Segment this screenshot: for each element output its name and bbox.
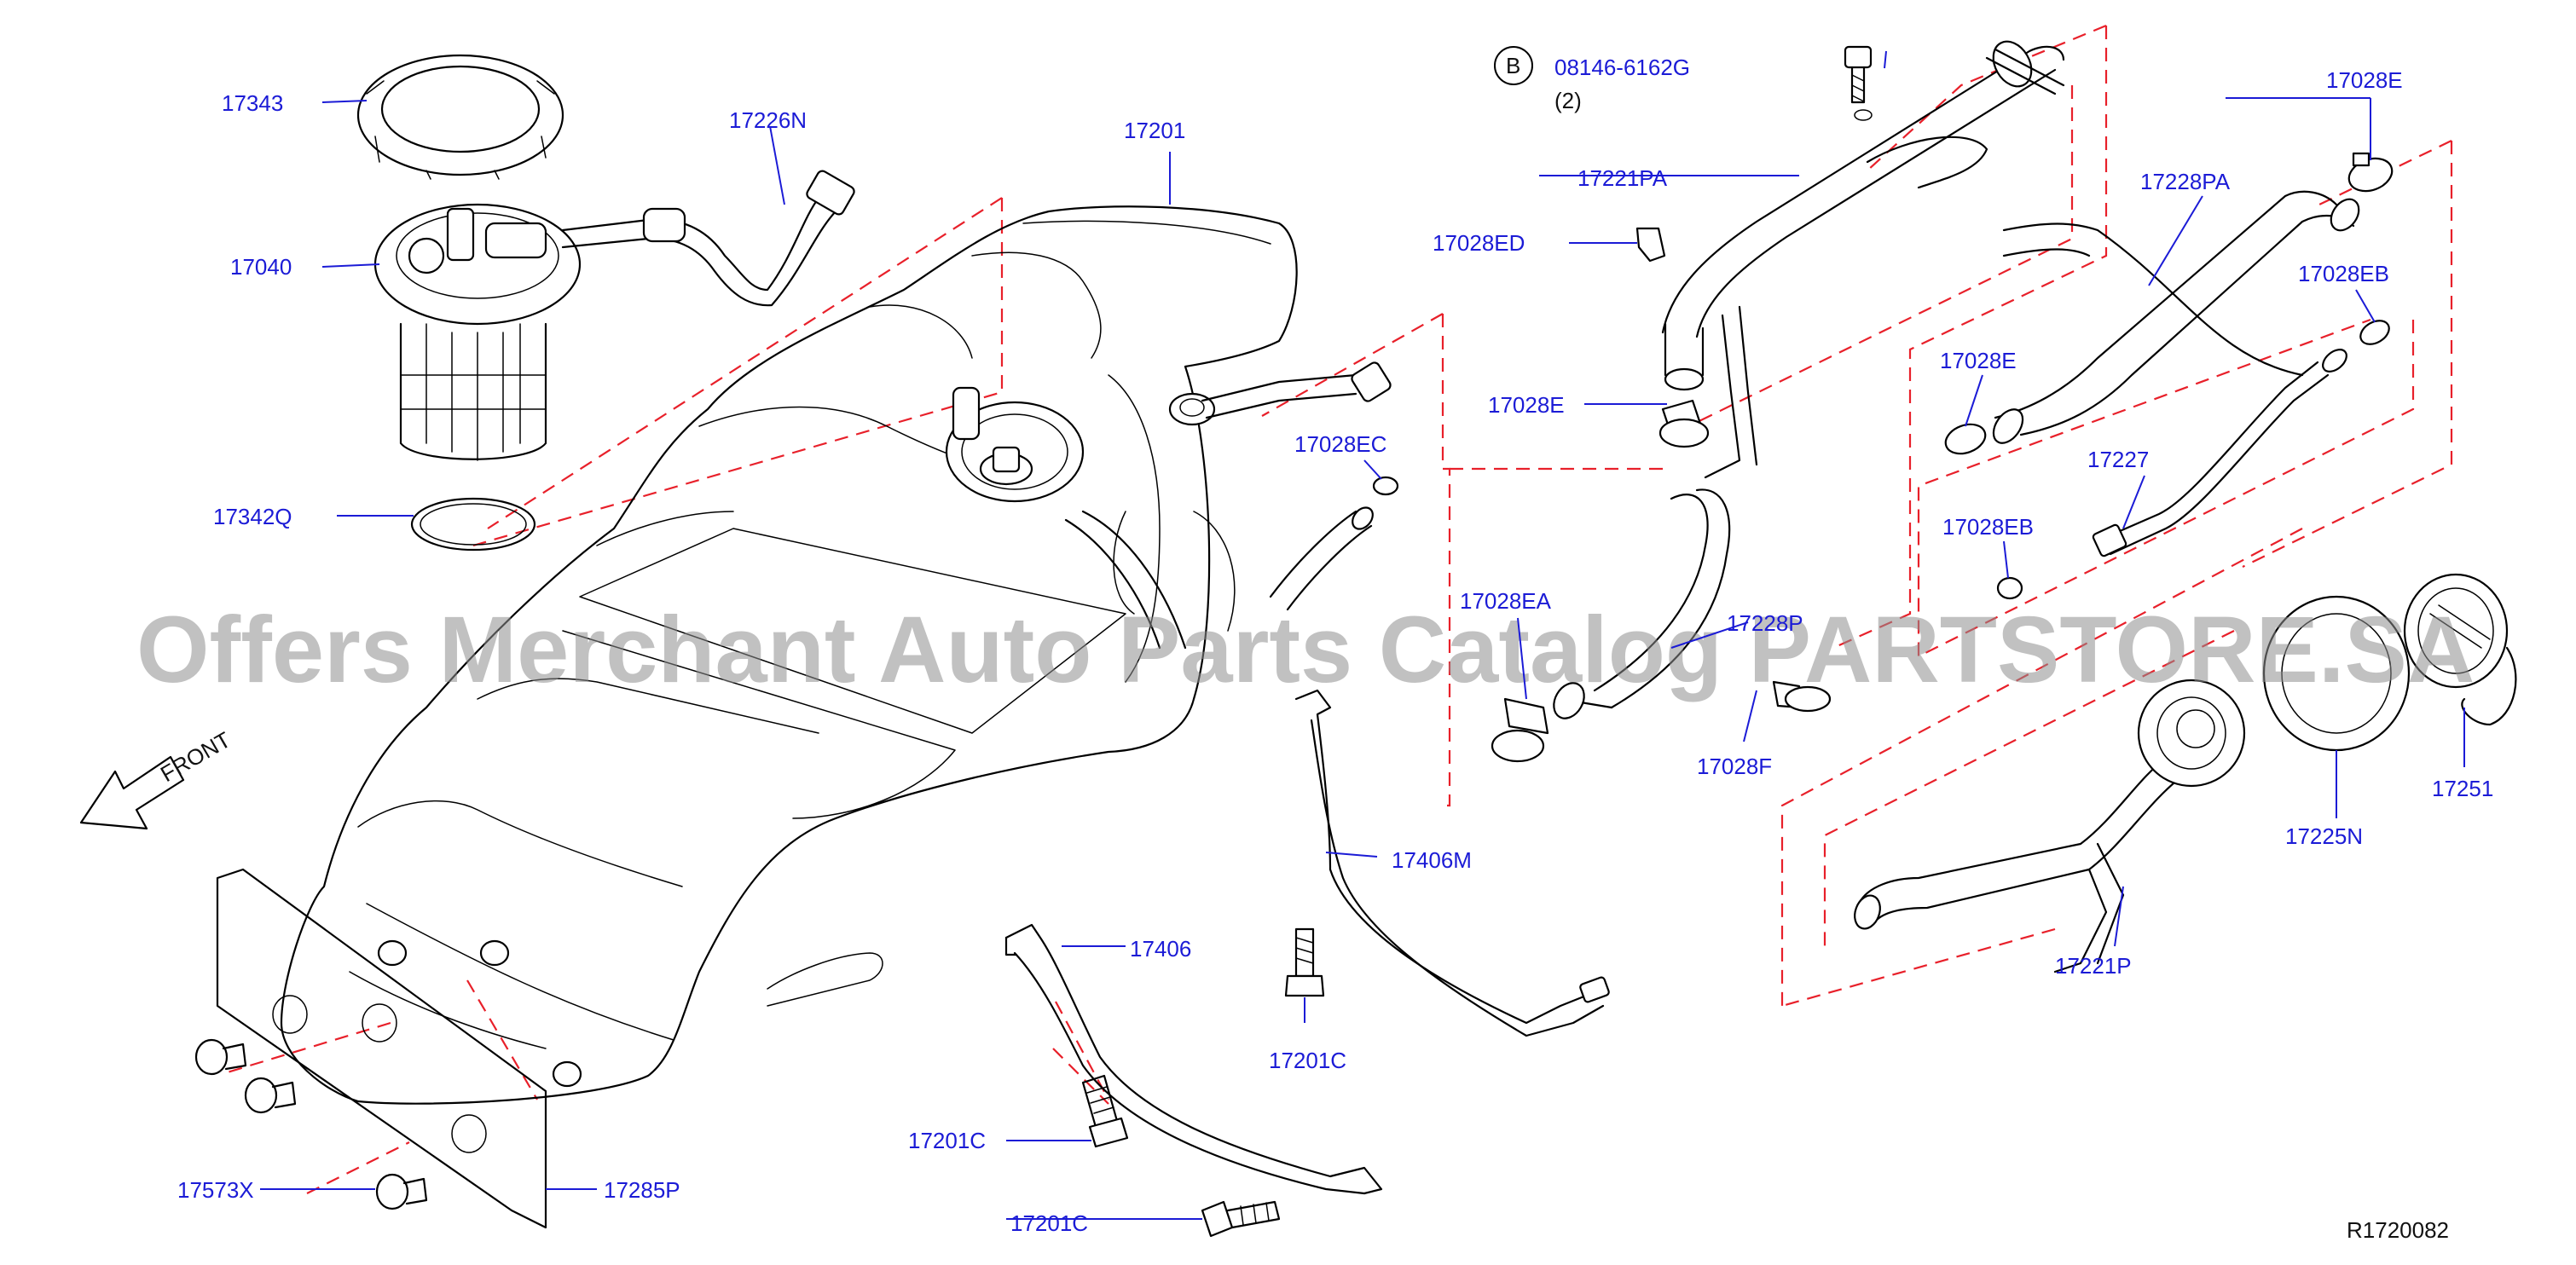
part-label-17406[interactable]: 17406 — [1130, 936, 1191, 962]
bolt-ref-symbol: B — [1506, 53, 1520, 78]
front-arrow-icon — [79, 755, 185, 830]
part-label-17201C-middle[interactable]: 17201C — [908, 1128, 986, 1153]
part-label-17573X[interactable]: 17573X — [177, 1177, 254, 1203]
clamp-17028EB-top — [2359, 320, 2390, 345]
part-label-17028ED[interactable]: 17028ED — [1433, 230, 1525, 256]
part-label-17225N[interactable]: 17225N — [2285, 823, 2363, 849]
part-label-17227[interactable]: 17227 — [2087, 447, 2149, 472]
watermark: Offers Merchant Auto Parts Catalog PARTS… — [136, 598, 2475, 702]
part-label-17251[interactable]: 17251 — [2432, 776, 2493, 801]
part-label-17226N[interactable]: 17226N — [729, 107, 807, 133]
part-label-17343[interactable]: 17343 — [222, 90, 283, 116]
part-label-17028E-mid[interactable]: 17028E — [1940, 348, 2017, 373]
pump-hose — [561, 170, 855, 307]
filler-hose-17228PA — [1992, 190, 2360, 444]
part-label-17285P[interactable]: 17285P — [604, 1177, 680, 1203]
clip-17028EA — [1491, 697, 1549, 763]
filler-hose-17228P — [1553, 488, 1731, 719]
vent-hose-small — [1269, 476, 1399, 611]
part-label-17028EC[interactable]: 17028EC — [1294, 431, 1386, 457]
filler-tube-upper — [1661, 40, 2065, 479]
bolt-ref-circle — [1494, 46, 1533, 85]
part-label-17028F[interactable]: 17028F — [1697, 754, 1772, 779]
clip-17573X-c — [375, 1173, 428, 1210]
fuel-cap-17251 — [2403, 573, 2517, 726]
part-label-17028EB-top[interactable]: 17028EB — [2298, 261, 2389, 286]
fuel-tank — [280, 205, 1392, 1105]
clip-17573X-a — [194, 1038, 247, 1076]
part-label-17342Q[interactable]: 17342Q — [213, 504, 292, 529]
filler-neck-17221P — [1854, 679, 2246, 973]
part-label-17228PA[interactable]: 17228PA — [2140, 169, 2231, 194]
part-label-17221PA[interactable]: 17221PA — [1577, 165, 1668, 191]
part-label-17028EB-low[interactable]: 17028EB — [1942, 514, 2034, 540]
clip-17028ED — [1635, 227, 1666, 263]
part-label-17201C-lower[interactable]: 17201C — [1010, 1210, 1088, 1236]
bolt-ref-qty: (2) — [1554, 88, 1582, 113]
clip-17028E-left — [1658, 399, 1710, 448]
bolt-17201C-upper — [1284, 927, 1325, 997]
fuel-pump-module — [373, 203, 582, 552]
clip-17573X-b — [244, 1077, 297, 1114]
part-label-17028E-top[interactable]: 17028E — [2326, 67, 2403, 93]
part-label-17201[interactable]: 17201 — [1124, 118, 1185, 143]
hose-clamp-17028E-mid — [1944, 423, 1987, 455]
part-label-17028EA[interactable]: 17028EA — [1460, 588, 1552, 614]
part-label-17221P[interactable]: 17221P — [2055, 953, 2132, 979]
lock-ring — [356, 54, 564, 180]
clip-17028F — [1772, 680, 1832, 713]
part-label-17201C-upper[interactable]: 17201C — [1269, 1048, 1346, 1073]
vent-tube-17227 — [2092, 349, 2347, 557]
leader-lines — [260, 50, 2465, 1220]
part-label-17028E-left[interactable]: 17028E — [1488, 392, 1565, 418]
bolt-icon — [1844, 45, 1873, 121]
part-label-17406M[interactable]: 17406M — [1392, 847, 1472, 873]
part-label-17228P[interactable]: 17228P — [1727, 610, 1803, 636]
part-label-17040[interactable]: 17040 — [230, 254, 292, 280]
hose-clamp-17028E-top — [2347, 152, 2394, 193]
diagram-id: R1720082 — [2347, 1217, 2449, 1243]
front-label: FRONT — [156, 726, 235, 787]
bolt-ref-partno: 08146-6162G — [1554, 55, 1690, 80]
bolt-17201C-lower — [1201, 1200, 1281, 1238]
clamp-17028EB-low — [1996, 576, 2023, 600]
heat-shield-17285P — [216, 868, 582, 1229]
tank-strap-17406M — [1294, 689, 1610, 1037]
bolt-17201C-middle — [1081, 1074, 1129, 1148]
